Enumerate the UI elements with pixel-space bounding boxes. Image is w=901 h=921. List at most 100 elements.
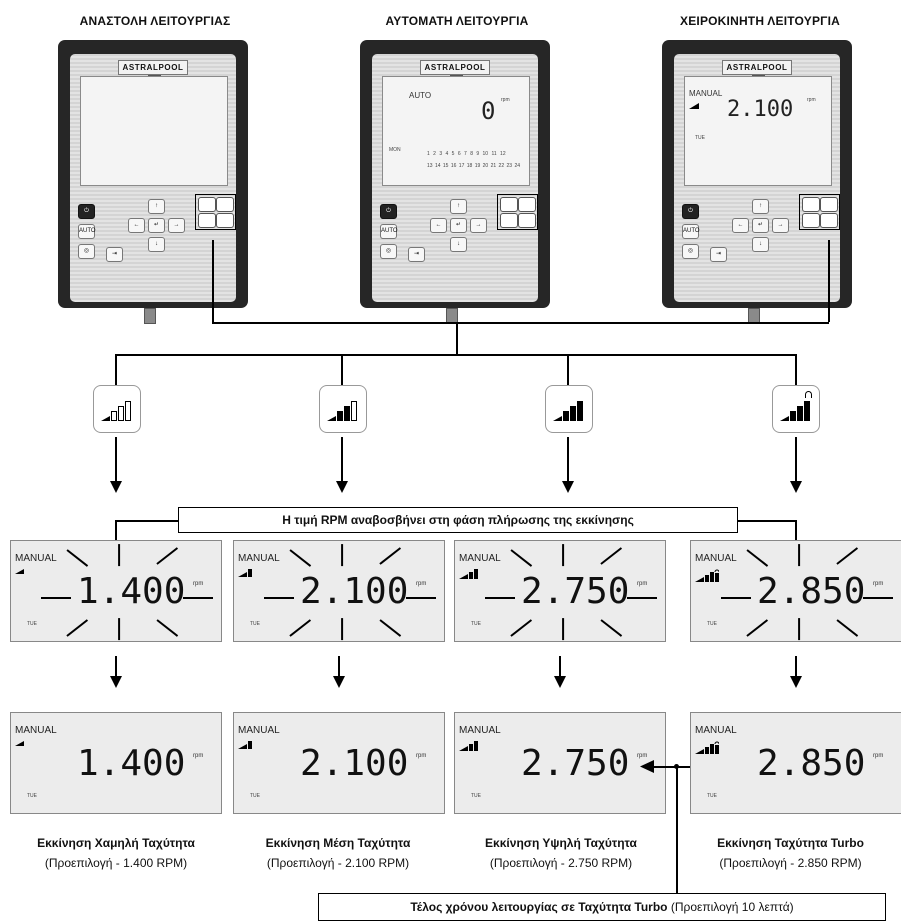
arrow-down-icon	[110, 481, 122, 493]
arrow-down-icon	[333, 676, 345, 688]
flash-ray	[289, 619, 312, 637]
up-button[interactable]: ↑	[450, 199, 467, 214]
lcd-hours-row-2: 13 14 15 16 17 18 19 20 21 22 23 24	[427, 163, 521, 169]
steady-display-medium: MANUAL TUE 2.100 rpm	[233, 712, 445, 814]
flash-ray	[156, 547, 179, 565]
display-mode: MANUAL	[238, 553, 280, 564]
right-button[interactable]: →	[168, 218, 185, 233]
display-mode: MANUAL	[15, 725, 57, 736]
rpm-value: 2.100	[300, 571, 409, 612]
steady-display-low: MANUAL TUE 1.400 rpm	[10, 712, 222, 814]
settings-button[interactable]: ◎	[380, 244, 397, 259]
junction-dot	[674, 764, 679, 769]
settings-button[interactable]: ◎	[78, 244, 95, 259]
auto-button[interactable]: AUTO	[380, 224, 398, 239]
speed-3-button[interactable]	[802, 213, 820, 228]
display-mode: MANUAL	[459, 725, 501, 736]
medium-speed-icon[interactable]	[319, 385, 367, 433]
flash-ray	[836, 619, 859, 637]
lcd-level-icon	[689, 103, 699, 109]
flash-ray	[863, 597, 893, 600]
settings-button[interactable]: ◎	[682, 244, 699, 259]
turbo-speed-icon[interactable]	[772, 385, 820, 433]
speed-4-button[interactable]	[518, 213, 536, 228]
display-day: TUE	[471, 793, 481, 799]
up-button[interactable]: ↑	[752, 199, 769, 214]
level-4-icon	[695, 569, 719, 582]
left-button[interactable]: ←	[732, 218, 749, 233]
display-day: TUE	[707, 793, 717, 799]
speed-1-button[interactable]	[802, 197, 820, 212]
speed-2-button[interactable]	[820, 197, 838, 212]
device-lcd: AUTO 0 rpm MON 1 2 3 4 5 6 7 8 9 10 11 1…	[382, 76, 530, 186]
arrow-down-icon	[110, 676, 122, 688]
lcd-day: MON	[389, 147, 401, 153]
left-button[interactable]: ←	[128, 218, 145, 233]
connector-line	[341, 354, 343, 386]
rpm-unit: rpm	[637, 753, 648, 759]
arrow-stem	[115, 656, 117, 676]
flash-ray	[379, 547, 402, 565]
flash-ray	[41, 597, 71, 600]
level-3-icon	[459, 569, 478, 579]
flash-ray	[836, 547, 859, 565]
display-day: TUE	[707, 621, 717, 627]
exit-button[interactable]: ⇥	[106, 247, 123, 262]
rpm-unit: rpm	[416, 753, 427, 759]
connector-line	[115, 354, 117, 386]
enter-button[interactable]: ↵	[450, 218, 467, 233]
exit-button[interactable]: ⇥	[710, 247, 727, 262]
title-auto: ΑΥΤΟΜΑΤΗ ΛΕΙΤΟΥΡΓΙΑ	[385, 14, 529, 28]
high-speed-icon[interactable]	[545, 385, 593, 433]
device-cable	[748, 308, 760, 324]
rpm-value: 1.400	[77, 571, 186, 612]
flash-ray	[485, 597, 515, 600]
low-speed-icon[interactable]	[93, 385, 141, 433]
speed-1-button[interactable]	[198, 197, 216, 212]
flash-ray	[183, 597, 213, 600]
device-cable	[144, 308, 156, 324]
down-button[interactable]: ↓	[148, 237, 165, 252]
speed-buttons-group	[195, 194, 236, 230]
flash-ray	[66, 549, 89, 567]
right-button[interactable]: →	[470, 218, 487, 233]
level-1-icon	[15, 741, 24, 746]
lcd-day: TUE	[695, 135, 705, 141]
down-button[interactable]: ↓	[450, 237, 467, 252]
exit-button[interactable]: ⇥	[408, 247, 425, 262]
power-button[interactable]: ⏻	[78, 204, 95, 219]
speed-4-button[interactable]	[216, 213, 234, 228]
rpm-value: 2.850	[757, 743, 866, 784]
display-mode: MANUAL	[459, 553, 501, 564]
auto-button[interactable]: AUTO	[682, 224, 700, 239]
power-button[interactable]: ⏻	[682, 204, 699, 219]
flash-ray	[379, 619, 402, 637]
speed-4-button[interactable]	[820, 213, 838, 228]
lcd-rpm-value: 2.100	[727, 97, 794, 122]
up-button[interactable]: ↑	[148, 199, 165, 214]
right-button[interactable]: →	[772, 218, 789, 233]
enter-button[interactable]: ↵	[752, 218, 769, 233]
power-button[interactable]: ⏻	[380, 204, 397, 219]
speed-3-button[interactable]	[500, 213, 518, 228]
brand-logo: ASTRALPOOL	[722, 60, 792, 87]
flashing-display-turbo: MANUAL TUE 2.850 rpm	[690, 540, 901, 642]
flash-ray	[561, 544, 565, 567]
rpm-value: 2.850	[757, 571, 866, 612]
arrow-down-icon	[790, 676, 802, 688]
auto-button[interactable]: AUTO	[78, 224, 96, 239]
speed-1-button[interactable]	[500, 197, 518, 212]
speed-2-button[interactable]	[216, 197, 234, 212]
speed-2-button[interactable]	[518, 197, 536, 212]
left-button[interactable]: ←	[430, 218, 447, 233]
display-day: TUE	[250, 621, 260, 627]
down-button[interactable]: ↓	[752, 237, 769, 252]
enter-button[interactable]: ↵	[148, 218, 165, 233]
steady-display-turbo: MANUAL TUE 2.850 rpm	[690, 712, 901, 814]
level-1-icon	[15, 569, 24, 574]
flash-ray	[340, 618, 344, 641]
lcd-mode-label: MANUAL	[689, 89, 723, 98]
flashing-display-high: MANUAL TUE 2.750 rpm	[454, 540, 666, 642]
flash-ray	[289, 549, 312, 567]
speed-3-button[interactable]	[198, 213, 216, 228]
